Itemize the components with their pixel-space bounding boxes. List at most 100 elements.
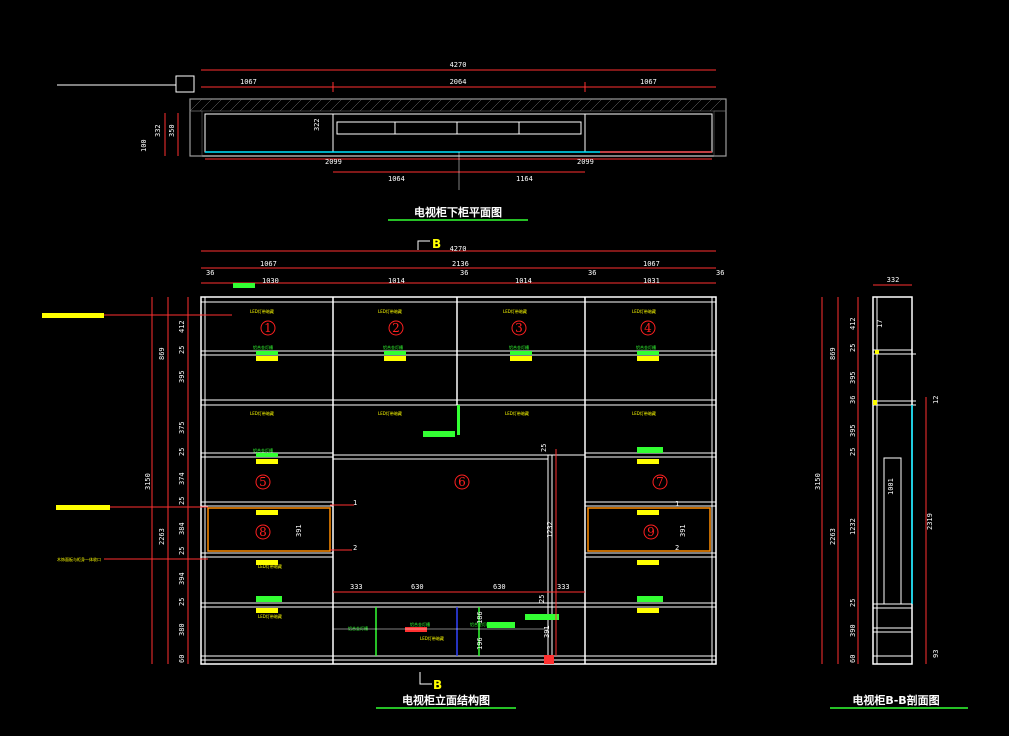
left-dim: 25	[178, 598, 186, 606]
elev-dim-c3: 1014	[515, 277, 532, 285]
bot-dim-c2: 630	[493, 583, 506, 591]
elev-dim-c4: 1031	[643, 277, 660, 285]
section-dim: 412	[849, 317, 857, 330]
plan-cabinet-right	[584, 113, 713, 153]
elev-dim-gap-mid: 36	[460, 269, 468, 277]
leader-note: 木饰面板与柜身一体收口	[57, 556, 101, 562]
mark-1-right: 1	[675, 500, 679, 508]
section-dim: 395	[849, 424, 857, 437]
led-label: LED灯带暗藏	[250, 308, 274, 314]
left-dim-lower: 2263	[158, 528, 166, 545]
strip-label: 铝合金灯槽	[636, 344, 656, 350]
elev-dim-c2: 1014	[388, 277, 405, 285]
left-dim: 374	[178, 472, 186, 485]
cell-number-6: 6	[458, 475, 466, 489]
plan-leader-box	[175, 75, 195, 93]
glass-door-left	[207, 507, 331, 552]
cell-number-4: 4	[644, 321, 652, 335]
left-dim: 25	[178, 497, 186, 505]
led-label: LED灯带暗藏	[420, 635, 444, 641]
bot-dim-c1: 630	[411, 583, 424, 591]
section-dim-right-bot: 93	[932, 650, 940, 658]
section-dim: 36	[849, 396, 857, 404]
elev-dim-gap-l: 36	[206, 269, 214, 277]
elev-dim-left: 1067	[260, 260, 277, 268]
section-dim: 395	[849, 371, 857, 384]
led-label: LED灯带暗藏	[632, 308, 656, 314]
left-dim: 60	[178, 655, 186, 663]
elev-dim-mid: 2136	[452, 260, 469, 268]
strip-label: 铝合金灯槽	[509, 344, 529, 350]
cell-number-3: 3	[515, 321, 523, 335]
section-dim-lower: 2263	[829, 528, 837, 545]
led-labels: LED灯带暗藏 LED灯带暗藏 LED灯带暗藏 LED灯带暗藏 LED灯带暗藏 …	[250, 308, 656, 641]
door-dim-b: 391	[679, 524, 687, 537]
left-dim: 375	[178, 421, 186, 434]
section-dim-inner: 17	[876, 320, 884, 328]
led-label: LED灯带暗藏	[505, 410, 529, 416]
section-dim-upper: 869	[829, 347, 837, 360]
bot-dim-h2: 196	[476, 637, 484, 650]
cell-number-2: 2	[392, 321, 400, 335]
section-dim: 1232	[849, 518, 857, 535]
led-label: LED灯带暗藏	[378, 410, 402, 416]
mark-2-left: 2	[353, 544, 357, 552]
led-label: LED灯带暗藏	[250, 410, 274, 416]
elev-dim-gap-r: 36	[588, 269, 596, 277]
tv-dim-h: 1232	[546, 521, 554, 538]
strip-label: 铝合金灯槽	[253, 344, 273, 350]
left-dim-labels: 412 25 395 375 25 374 25 384 25 394 25 3…	[144, 320, 186, 663]
plan-dim-depth-b: 350	[168, 124, 176, 137]
left-dim: 25	[178, 346, 186, 354]
cell-number-marks: 1 2 3 4 5 6 7 8 9	[255, 320, 668, 540]
plan-dim-c-right: 1164	[516, 175, 533, 183]
bot-dim-h1: 186	[476, 611, 484, 624]
plan-wall-hatch	[189, 98, 727, 112]
mark-2-right: 2	[675, 544, 679, 552]
section-marker-top-label: B	[432, 237, 441, 251]
strip-label: 铝合金灯槽	[470, 621, 490, 627]
section-dim-overall: 3150	[814, 473, 822, 490]
strip-label: 铝合金灯槽	[348, 625, 368, 631]
plan-dim-overall: 4270	[450, 61, 467, 69]
section-dim-right-top: 12	[932, 396, 940, 404]
plan-dim-inner: 322	[313, 118, 321, 131]
section-marker-bottom	[419, 672, 432, 685]
plan-dim-depth-a: 332	[154, 124, 162, 137]
elevation-view: B 4270 1067 2136 1067 36 36 36 36 1030 1…	[42, 237, 724, 709]
cell-number-1: 1	[264, 321, 272, 335]
left-dim-overall: 3150	[144, 473, 152, 490]
led-label: LED灯带暗藏	[632, 410, 656, 416]
strip-label: 铝合金灯槽	[253, 447, 273, 453]
led-label: LED灯带暗藏	[258, 563, 282, 569]
strip-labels: 铝合金灯槽 铝合金灯槽 铝合金灯槽 铝合金灯槽 铝合金灯槽 铝合金灯槽 铝合金灯…	[253, 344, 656, 631]
left-dim: 25	[178, 448, 186, 456]
section-dim-right-tall: 2319	[926, 513, 934, 530]
left-dim: 395	[178, 370, 186, 383]
cell-number-7: 7	[656, 475, 664, 489]
marker-blocks	[256, 351, 663, 664]
elevation-title: 电视柜立面结构图	[402, 693, 490, 707]
door-dim-a: 391	[295, 524, 303, 537]
cell-number-9: 9	[647, 525, 655, 539]
plan-dim-l-bottom: 2099	[325, 158, 342, 166]
leader-tag-2	[56, 505, 110, 510]
plan-wall-right	[713, 110, 727, 157]
section-dim: 25	[849, 344, 857, 352]
elev-dim-overall: 4270	[450, 245, 467, 253]
tv-dim-gap: 25	[540, 444, 548, 452]
elev-dim-right: 1067	[643, 260, 660, 268]
left-dim: 384	[178, 522, 186, 535]
plan-wall-left	[189, 110, 203, 157]
left-dim: 394	[178, 572, 186, 585]
section-marker-top	[417, 240, 430, 250]
plan-dim-c-left: 1064	[388, 175, 405, 183]
plan-drawers	[336, 121, 582, 135]
plan-cabinet-middle	[332, 113, 586, 153]
section-view: 332 17 1001 412 25 395 36 395 25 1232 25…	[814, 276, 968, 709]
elev-dim-c1: 1030	[262, 277, 279, 285]
section-dim: 390	[849, 624, 857, 637]
bot-dim-h3: 391	[543, 625, 551, 638]
glass-door-right	[587, 507, 711, 552]
